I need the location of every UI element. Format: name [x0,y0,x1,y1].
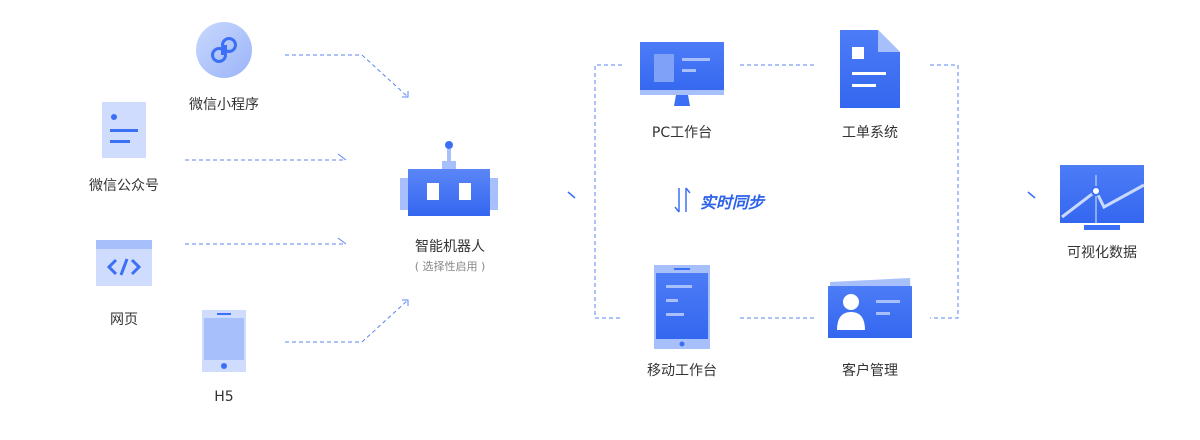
robot-icon [400,141,498,216]
pc-monitor-icon [640,42,724,106]
connector-h5 [285,299,409,343]
pc-workbench-label: PC工作台 [651,125,713,141]
web-code-icon [96,240,152,286]
robot-label: 智能机器人 [415,239,485,255]
sync-arrows-icon [674,187,691,213]
systems-bracket-left [594,64,622,319]
ticket-system-label: 工单系统 [842,125,898,141]
crm-label: 客户管理 [842,363,898,379]
connector-mini-program [285,54,409,98]
mini-program-label: 微信小程序 [189,97,259,113]
official-account-label: 微信公众号 [89,178,159,194]
mini-program-icon [196,22,252,78]
web-label: 网页 [110,312,138,328]
h5-label: H5 [214,389,234,405]
robot-note: ( 选择性启用 ) [414,260,486,273]
mobile-workbench-label: 移动工作台 [647,363,717,379]
visualization-monitor-icon [1060,165,1145,230]
crm-id-card-icon [828,278,912,338]
mobile-tablet-icon [654,265,710,349]
sync-label: 实时同步 [700,193,765,212]
h5-phone-icon [202,310,246,372]
ticket-document-icon [840,30,900,108]
systems-bracket-right [930,64,959,319]
official-account-icon [102,102,146,158]
visualization-label: 可视化数据 [1067,245,1137,261]
